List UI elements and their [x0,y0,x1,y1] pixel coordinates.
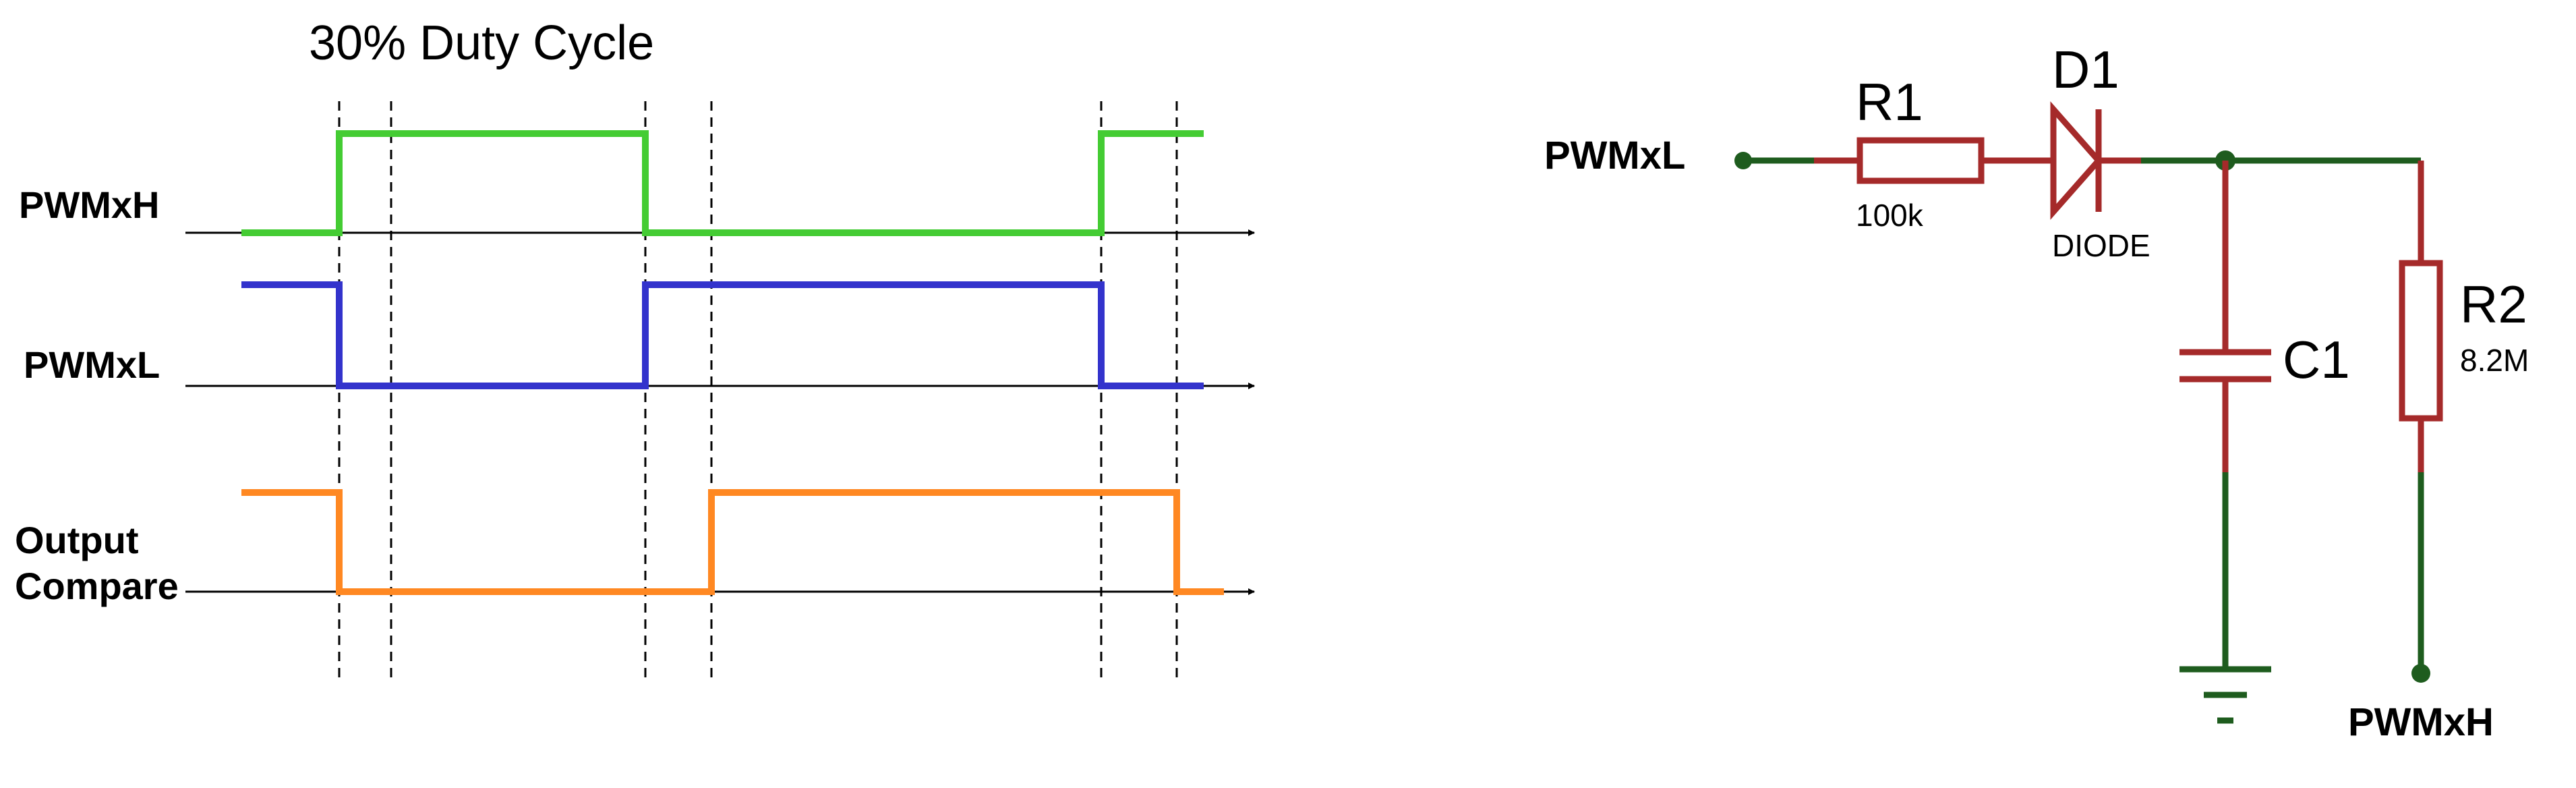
pwmxh-label: PWMxH [19,184,159,226]
output-compare-waveform [241,489,1224,595]
timing-title: 30% Duty Cycle [309,16,654,70]
diode-anode-triangle [2050,101,2103,220]
r2-resistor [2399,161,2443,472]
c1-capacitor [2179,161,2271,472]
d1-ref-label: D1 [2052,40,2119,99]
wires [1743,157,2424,673]
input-net-label: PWMxL [1544,134,1685,177]
r2-value-label: 8.2M [2460,343,2529,378]
timing-diagram: 30% Duty Cycle PWMxH PWMxL Output Compar… [15,16,1255,681]
output-compare-label: Output Compare [15,519,179,607]
ground-symbol [2179,666,2271,724]
r1-value-label: 100k [1856,198,1924,233]
d1-diode [2050,101,2141,220]
schematic: PWMxL PWMxH [1544,40,2529,744]
r1-resistor [1814,137,2053,184]
d1-value-label: DIODE [2052,228,2150,263]
output-net-label: PWMxH [2348,700,2494,744]
r1-ref-label: R1 [1856,72,1923,132]
output-pin [2411,664,2430,683]
pwmxl-waveform [241,281,1204,389]
pwmxh-waveform [241,130,1204,236]
components [1814,101,2443,472]
c1-ref-label: C1 [2283,330,2350,389]
r2-ref-label: R2 [2460,275,2527,334]
pwmxl-label: PWMxL [24,343,160,386]
